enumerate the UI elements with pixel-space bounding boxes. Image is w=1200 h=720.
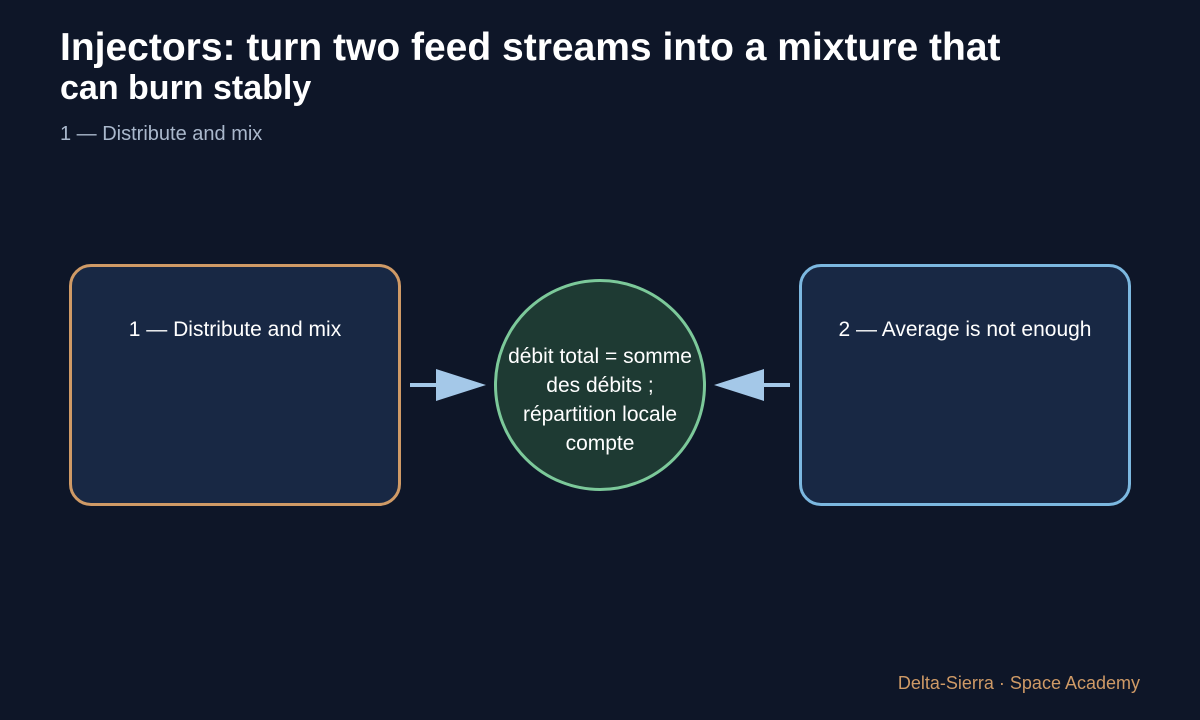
footer-credit: Delta-Sierra · Space Academy	[897, 673, 1140, 693]
node-center-circle: débit total = somme des débits ; réparti…	[494, 279, 706, 491]
node-average-not-enough-label: 2 — Average is not enough	[838, 318, 1092, 341]
node-average-not-enough: 2 — Average is not enough	[799, 264, 1131, 506]
node-distribute-and-mix: 1 — Distribute and mix	[69, 264, 401, 506]
page-title: Injectors: turn two feed streams into a …	[60, 27, 1060, 109]
arrow-left-to-center	[410, 369, 486, 401]
node-center-label: débit total = somme des débits ; réparti…	[508, 345, 692, 455]
arrow-right-to-center	[714, 369, 790, 401]
page-title-line-2: can burn stably	[60, 69, 312, 107]
page-subtitle: 1 — Distribute and mix	[60, 123, 263, 145]
node-distribute-and-mix-label: 1 — Distribute and mix	[128, 318, 342, 341]
page-title-line-1: Injectors: turn two feed streams into a …	[60, 26, 1001, 69]
